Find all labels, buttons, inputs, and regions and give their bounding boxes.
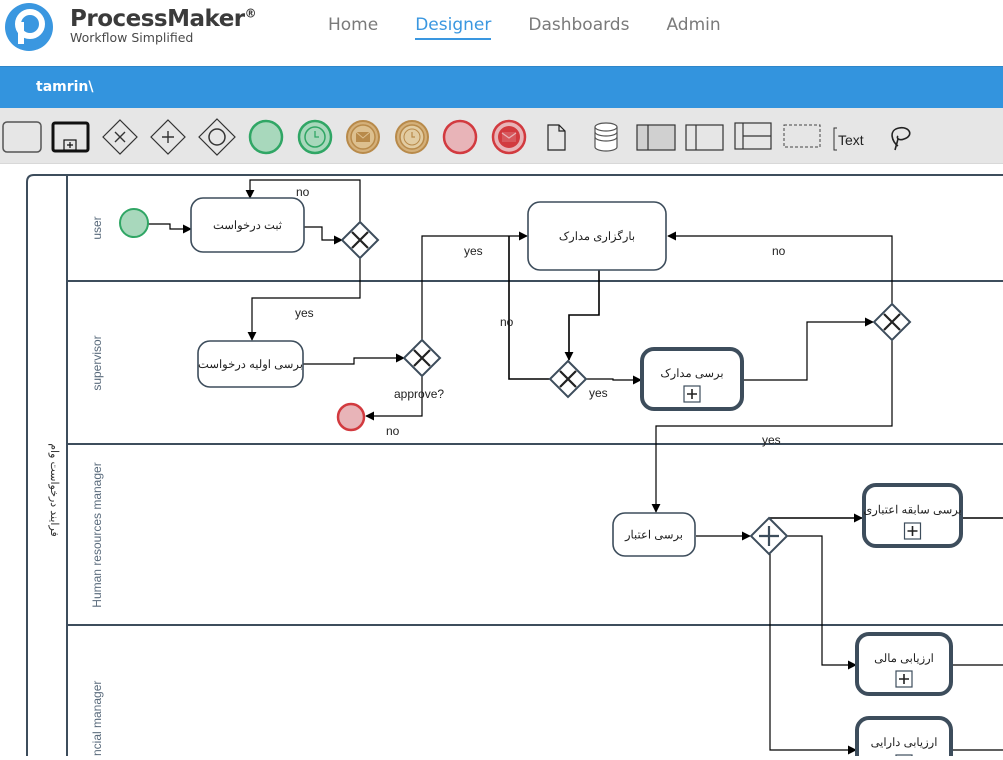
flow-g2-yes-to-t2 — [421, 231, 528, 340]
pool-label: فرایند درخواست وام — [48, 443, 60, 537]
task-label: ثبت درخواست — [213, 219, 282, 232]
nav-admin[interactable]: Admin — [666, 15, 721, 35]
process-title: tamrin\ — [36, 79, 94, 95]
parallel-gateway-g5[interactable] — [749, 516, 789, 556]
task-tool-icon[interactable] — [2, 121, 42, 153]
data-object-tool-icon[interactable] — [547, 124, 566, 151]
subprocess-t8[interactable]: ارزیابی دارایی — [855, 716, 953, 760]
lane-separators — [67, 280, 1003, 626]
plus-marker-icon — [759, 526, 779, 546]
exclusive-gateway-tool-icon[interactable] — [102, 119, 138, 155]
brand: ProcessMaker® Workflow Simplified — [70, 6, 257, 45]
top-navbar: ProcessMaker® Workflow Simplified Home D… — [0, 0, 1003, 66]
x-marker-icon — [559, 370, 577, 388]
flow-g4-no-to-t2 — [667, 231, 893, 304]
pool-tool-icon[interactable] — [636, 124, 676, 151]
lane-label-financial-manager[interactable]: Financial manager — [90, 681, 104, 760]
message-end-event-tool-icon[interactable] — [491, 119, 527, 155]
task-label: برسی مدارک — [660, 367, 723, 380]
collapsed-subprocess-marker-icon[interactable] — [903, 522, 922, 540]
flow-label: yes — [295, 306, 314, 320]
x-marker-icon — [883, 313, 901, 331]
exclusive-gateway-g1[interactable] — [340, 220, 380, 260]
lasso-tool-icon[interactable] — [891, 126, 911, 151]
flow-g3-yes-to-t4 — [586, 375, 642, 385]
timer-intermediate-event-tool-icon[interactable] — [395, 120, 429, 154]
subprocess-tool-icon[interactable] — [51, 121, 90, 153]
task-label: برسی اعتبار — [624, 529, 683, 542]
task-label: برسی اولیه درخواست — [198, 358, 303, 371]
flow-g1-yes-to-t3 — [247, 258, 361, 341]
task-t2[interactable]: بارگزاری مدارک — [527, 201, 667, 271]
subprocess-t7[interactable]: ارزیابی مالی — [855, 632, 953, 696]
subprocess-t6[interactable]: برسی سابقه اعتباری — [862, 483, 963, 548]
flow-t2-to-g3 — [564, 270, 600, 361]
flow-g4-yes-to-t5 — [651, 340, 893, 513]
processmaker-logo-icon[interactable] — [4, 2, 54, 52]
exclusive-gateway-g2[interactable] — [402, 338, 442, 378]
svg-text:Text: Text — [838, 132, 864, 148]
flow-g2-no-to-end — [365, 376, 423, 421]
flow-t2-no-back — [508, 236, 550, 380]
task-t5[interactable]: برسی اعتبار — [612, 512, 696, 557]
task-t3[interactable]: برسی اولیه درخواست — [197, 340, 304, 388]
flow-g5-to-t7 — [787, 535, 857, 670]
start-event[interactable] — [119, 208, 149, 238]
flow-label: yes — [589, 386, 608, 400]
task-label: بارگزاری مدارک — [559, 229, 635, 243]
subprocess-t4[interactable]: برسی مدارک — [640, 347, 744, 411]
nav-dashboards[interactable]: Dashboards — [528, 15, 630, 35]
start-event-tool-icon[interactable] — [248, 119, 284, 155]
x-marker-icon — [413, 349, 431, 367]
shape-toolbar: Text — [0, 108, 1003, 164]
flow-g1-no-to-t1 — [245, 179, 361, 222]
flow-t1-to-g1 — [304, 226, 343, 245]
horizontal-line-tool-icon[interactable] — [734, 122, 772, 150]
flow-label: no — [296, 185, 310, 199]
task-label: برسی سابقه اعتباری — [863, 504, 962, 517]
collapsed-subprocess-marker-icon[interactable] — [895, 670, 913, 688]
flow-label: no — [500, 315, 514, 329]
flow-t4-to-g4 — [743, 317, 874, 381]
flow-t3-to-g2 — [303, 353, 405, 365]
lane-label-user[interactable]: user — [90, 216, 104, 239]
flow-g5-to-t8 — [769, 554, 857, 755]
end-event[interactable] — [336, 402, 366, 432]
data-store-tool-icon[interactable] — [594, 122, 618, 152]
pool[interactable]: فرایند درخواست وام — [26, 174, 1003, 760]
flow-label: no — [772, 244, 786, 258]
task-label: ارزیابی مالی — [874, 652, 934, 665]
flow-start-to-t1 — [148, 223, 192, 234]
nav-home[interactable]: Home — [328, 15, 379, 35]
task-t1[interactable]: ثبت درخواست — [190, 197, 305, 253]
exclusive-gateway-g4[interactable] — [872, 302, 912, 342]
diagram-canvas[interactable]: فرایند درخواست وام user supervisor Human… — [0, 164, 1003, 760]
text-annotation-tool-icon[interactable]: Text — [833, 127, 864, 151]
lane-tool-icon[interactable] — [685, 124, 724, 151]
group-tool-icon[interactable] — [783, 124, 821, 148]
flow-label: yes — [464, 244, 483, 258]
lane-label-hr-manager[interactable]: Human resources manager — [90, 462, 104, 607]
timer-start-event-tool-icon[interactable] — [297, 119, 333, 155]
collapsed-subprocess-marker-icon[interactable] — [683, 385, 701, 403]
end-event-tool-icon[interactable] — [442, 119, 478, 155]
exclusive-gateway-g3[interactable] — [548, 359, 588, 399]
flow-label: no — [386, 424, 400, 438]
parallel-gateway-tool-icon[interactable] — [150, 119, 186, 155]
flow-label: yes — [762, 433, 781, 447]
brand-tagline: Workflow Simplified — [70, 30, 194, 45]
main-nav: Home Designer Dashboards Admin — [328, 15, 758, 40]
lane-label-supervisor[interactable]: supervisor — [90, 335, 104, 390]
nav-designer[interactable]: Designer — [415, 15, 492, 40]
brand-name: ProcessMaker® — [70, 6, 257, 32]
x-marker-icon — [351, 231, 369, 249]
sequence-flows — [148, 179, 1003, 755]
task-label: ارزیابی دارایی — [871, 736, 938, 749]
process-title-bar: tamrin\ — [0, 66, 1003, 108]
inclusive-gateway-tool-icon[interactable] — [198, 118, 236, 156]
message-intermediate-event-tool-icon[interactable] — [346, 120, 380, 154]
gateway-label-approve: approve? — [394, 387, 444, 401]
